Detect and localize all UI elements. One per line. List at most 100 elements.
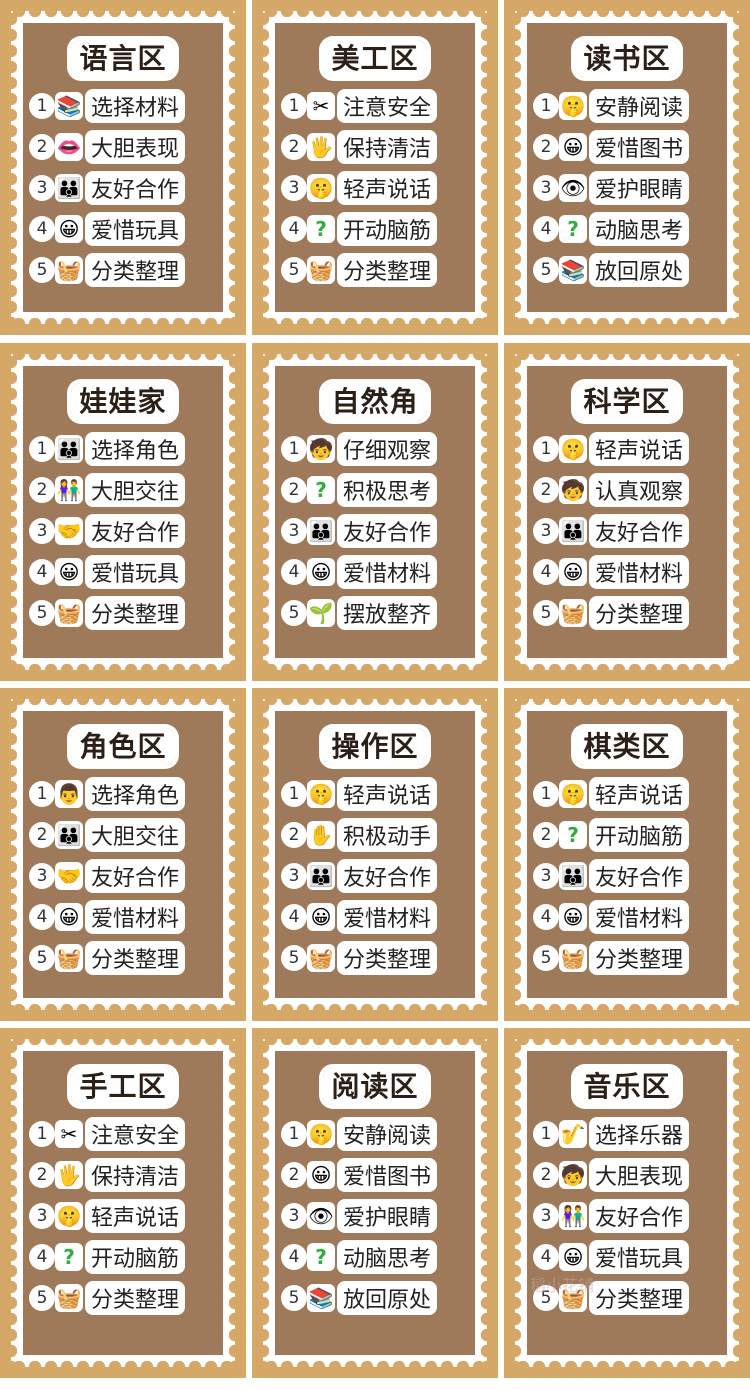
rule-number: 2 (283, 135, 305, 158)
card-title-text: 手工区 (71, 1068, 175, 1105)
rule-text: 大胆表现 (589, 1157, 690, 1192)
card-title: 手工区 (23, 1065, 223, 1105)
card-title-text: 自然角 (323, 383, 427, 420)
smiley-icon: 😀 (307, 1160, 335, 1189)
rule-number: 2 (31, 478, 53, 501)
plant-icon: 🌱 (307, 598, 335, 627)
rule-item: 3👪友好合作 (535, 855, 719, 896)
quiet-sign-icon: 🤫 (55, 1201, 83, 1230)
rule-number: 3 (31, 1204, 53, 1227)
rule-text: 积极动手 (337, 817, 438, 852)
rule-number: 1 (31, 94, 53, 117)
rule-item: 3🤫轻声说话 (283, 167, 467, 208)
rule-number: 2 (535, 823, 557, 846)
rule-number: 5 (535, 258, 557, 281)
rule-item: 3👫友好合作 (535, 1195, 719, 1236)
card-title-text: 语言区 (71, 40, 175, 77)
scissors-icon: ✂ (55, 1119, 83, 1148)
family-icon: 👪 (55, 434, 83, 463)
rule-text: 爱惜材料 (589, 554, 690, 589)
rule-item: 1✂注意安全 (283, 85, 467, 126)
smiley-icon: 😀 (55, 214, 83, 243)
basket-icon: 🧺 (55, 255, 83, 284)
rule-number: 1 (283, 782, 305, 805)
rule-text: 选择角色 (85, 431, 186, 466)
smiley-icon: 😀 (55, 557, 83, 586)
rule-number: 2 (283, 1163, 305, 1186)
rule-text: 爱惜材料 (589, 899, 690, 934)
rule-text: 分类整理 (589, 595, 690, 630)
quiet-sign-icon: 🤫 (559, 434, 587, 463)
card-title: 操作区 (275, 725, 475, 765)
card-title: 娃娃家 (23, 380, 223, 420)
rule-number: 5 (283, 946, 305, 969)
question-icon: ? (307, 214, 335, 243)
rule-number: 5 (283, 1286, 305, 1309)
card-title-text: 科学区 (575, 383, 679, 420)
rule-item: 4😀爱惜玩具 (535, 1236, 719, 1277)
rule-item: 1👨选择角色 (31, 773, 215, 814)
rule-text: 爱惜玩具 (85, 211, 186, 246)
rule-item: 4?动脑思考 (283, 1236, 467, 1277)
chef-icon: 👨 (55, 779, 83, 808)
rule-number: 3 (283, 864, 305, 887)
rule-number: 4 (31, 217, 53, 240)
rule-number: 5 (535, 946, 557, 969)
rule-item: 2🖐保持清洁 (31, 1154, 215, 1195)
rule-item: 5🧺分类整理 (535, 937, 719, 978)
rule-item: 5🧺分类整理 (535, 592, 719, 633)
rule-number: 5 (535, 1286, 557, 1309)
question-icon: ? (307, 475, 335, 504)
smiley-icon: 😀 (559, 132, 587, 161)
rule-item: 3👪友好合作 (31, 167, 215, 208)
rule-text: 大胆交往 (85, 472, 186, 507)
rule-item: 1👪选择角色 (31, 428, 215, 469)
rule-item: 2👫大胆交往 (31, 469, 215, 510)
rule-item: 4?动脑思考 (535, 208, 719, 249)
rule-number: 4 (535, 905, 557, 928)
rule-item: 1🤫轻声说话 (283, 773, 467, 814)
card-title: 阅读区 (275, 1065, 475, 1105)
singer-icon: 🧒 (559, 1160, 587, 1189)
rule-number: 2 (535, 1163, 557, 1186)
rule-number: 4 (535, 217, 557, 240)
rule-item: 2?开动脑筋 (535, 814, 719, 855)
rule-text: 友好合作 (85, 858, 186, 893)
rule-item: 1🤫安静阅读 (535, 85, 719, 126)
rule-number: 1 (283, 94, 305, 117)
rule-number: 1 (31, 437, 53, 460)
rule-item: 1✂注意安全 (31, 1113, 215, 1154)
question-icon: ? (307, 1242, 335, 1271)
rule-item: 5📚放回原处 (535, 249, 719, 290)
rule-number: 3 (31, 519, 53, 542)
people-icon: 👪 (559, 516, 587, 545)
rule-item: 3👪友好合作 (535, 510, 719, 551)
rule-item: 5🧺分类整理 (31, 937, 215, 978)
rule-text: 放回原处 (589, 252, 690, 287)
rule-text: 轻声说话 (589, 776, 690, 811)
card-title: 科学区 (527, 380, 727, 420)
basket-icon: 🧺 (55, 598, 83, 627)
rule-item: 2✋积极动手 (283, 814, 467, 855)
rule-number: 3 (535, 864, 557, 887)
rule-item: 4😀爱惜材料 (535, 551, 719, 592)
rule-item: 2🧒大胆表现 (535, 1154, 719, 1195)
